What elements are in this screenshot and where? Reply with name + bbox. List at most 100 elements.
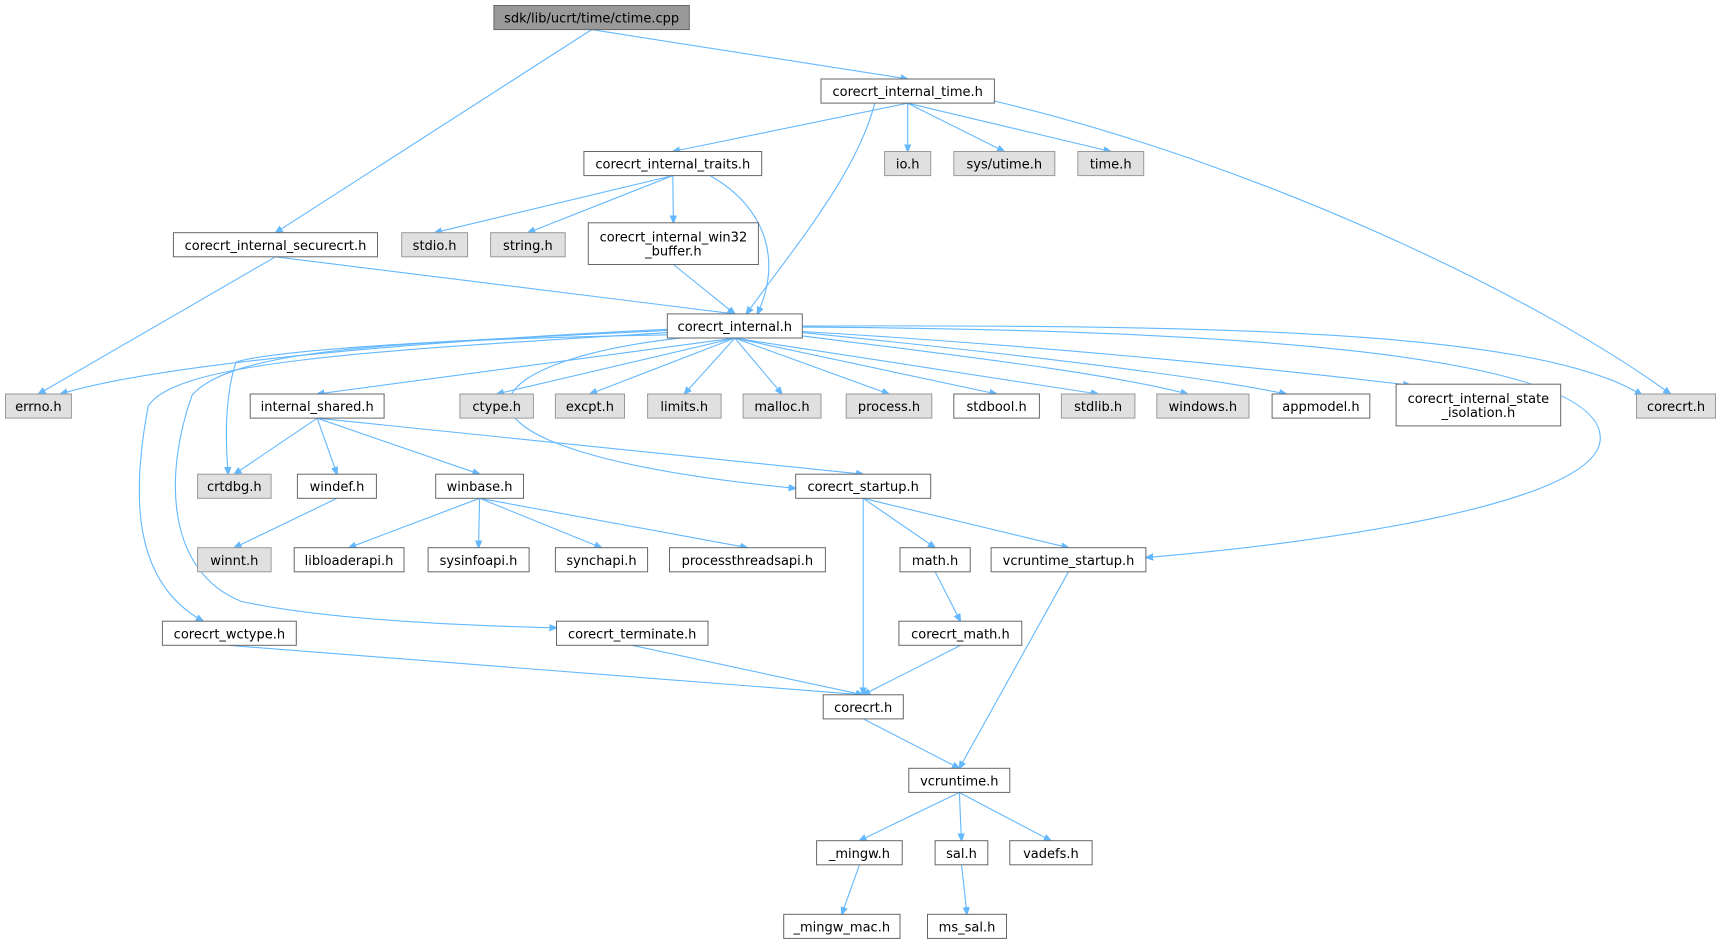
edge-ishared-to-winbase xyxy=(317,417,479,474)
node-cmath[interactable]: corecrt_math.h xyxy=(898,620,1023,646)
node-winbase[interactable]: winbase.h xyxy=(435,473,525,499)
edge-ci-to-malloc xyxy=(734,337,782,394)
node-label: corecrt_startup.h xyxy=(808,480,919,495)
node-box xyxy=(161,620,297,646)
node-label: io.h xyxy=(896,158,920,173)
node-excpt[interactable]: excpt.h xyxy=(554,393,626,419)
node-winnt[interactable]: winnt.h xyxy=(197,547,272,573)
node-ctype[interactable]: ctype.h xyxy=(459,393,534,419)
node-sysutime[interactable]: sys/utime.h xyxy=(953,151,1056,177)
node-box xyxy=(493,5,690,31)
node-appmodel[interactable]: appmodel.h xyxy=(1271,393,1371,419)
node-malloc[interactable]: malloc.h xyxy=(742,393,822,419)
node-label: corecrt_internal_traits.h xyxy=(595,158,750,173)
node-box xyxy=(899,547,971,573)
node-mssal[interactable]: ms_sal.h xyxy=(927,913,1007,939)
node-label: crtdbg.h xyxy=(207,480,262,495)
node-corecrt[interactable]: corecrt.h xyxy=(822,694,904,720)
node-sal[interactable]: sal.h xyxy=(934,840,989,866)
node-stdio[interactable]: stdio.h xyxy=(401,232,469,258)
node-windef[interactable]: windef.h xyxy=(296,473,377,499)
edge-mingw-to-mingwmac xyxy=(842,864,860,914)
node-sysinfo[interactable]: sysinfoapi.h xyxy=(427,547,530,573)
node-io[interactable]: io.h xyxy=(884,151,932,177)
node-box xyxy=(1271,393,1371,419)
edge-cit-to-timeh xyxy=(907,102,1111,151)
edge-ci-to-excpt xyxy=(590,337,735,394)
node-string[interactable]: string.h xyxy=(490,232,566,258)
node-vcruntime[interactable]: vcruntime.h xyxy=(908,767,1011,793)
edge-winbase-to-libloader xyxy=(349,497,480,547)
node-label: windows.h xyxy=(1169,400,1237,415)
edge-cit-to-ci xyxy=(746,103,876,314)
node-root[interactable]: sdk/lib/ucrt/time/ctime.cpp xyxy=(493,5,690,31)
node-label: corecrt_internal_time.h xyxy=(833,85,983,100)
edge-ci-to-appmodel xyxy=(802,332,1286,394)
node-corecrt_gray[interactable]: corecrt.h xyxy=(1636,393,1716,419)
node-label: _isolation.h xyxy=(1441,406,1516,421)
node-math[interactable]: math.h xyxy=(899,547,971,573)
node-label: synchapi.h xyxy=(566,554,636,569)
node-box xyxy=(990,547,1147,573)
node-cisec[interactable]: corecrt_internal_securecrt.h xyxy=(172,232,378,258)
node-vcstartup[interactable]: vcruntime_startup.h xyxy=(990,547,1147,573)
node-box xyxy=(490,232,566,258)
node-windows[interactable]: windows.h xyxy=(1156,393,1250,419)
node-label: processthreadsapi.h xyxy=(682,554,814,569)
node-ci[interactable]: corecrt_internal.h xyxy=(666,313,803,339)
node-stdbool[interactable]: stdbool.h xyxy=(953,393,1040,419)
node-cstartup[interactable]: corecrt_startup.h xyxy=(795,473,932,499)
node-box xyxy=(427,547,530,573)
edge-cit-to-sysutime xyxy=(907,102,1005,151)
edge-ci-to-crtdbg xyxy=(226,329,668,474)
node-cterm[interactable]: corecrt_terminate.h xyxy=(556,620,709,646)
node-mingwmac[interactable]: _mingw_mac.h xyxy=(783,913,901,939)
node-box xyxy=(554,393,626,419)
node-box xyxy=(554,547,649,573)
edge-ci-to-cwctype xyxy=(138,332,668,622)
node-crtdbg[interactable]: crtdbg.h xyxy=(197,473,272,499)
node-ishared[interactable]: internal_shared.h xyxy=(249,393,385,419)
node-box xyxy=(1395,383,1562,427)
node-ciw32[interactable]: corecrt_internal_win32_buffer.h xyxy=(587,222,759,266)
node-label: malloc.h xyxy=(754,400,809,415)
node-synch[interactable]: synchapi.h xyxy=(554,547,649,573)
edge-cit-to-citr xyxy=(673,102,908,151)
node-box xyxy=(1636,393,1716,419)
node-label: _buffer.h xyxy=(644,245,701,260)
node-procthread[interactable]: processthreadsapi.h xyxy=(669,547,826,573)
node-cit[interactable]: corecrt_internal_time.h xyxy=(820,78,995,104)
edge-ci-to-cistate xyxy=(802,330,1410,386)
edge-cstartup-to-math xyxy=(862,497,935,547)
node-label: stdlib.h xyxy=(1074,400,1122,415)
node-limits[interactable]: limits.h xyxy=(647,393,722,419)
edge-ci-to-stdbool xyxy=(734,337,997,394)
edge-cwctype-to-corecrt xyxy=(229,644,863,694)
node-process[interactable]: process.h xyxy=(845,393,933,419)
node-cistate[interactable]: corecrt_internal_state_isolation.h xyxy=(1395,383,1562,427)
node-label: sdk/lib/ucrt/time/ctime.cpp xyxy=(504,12,679,27)
node-errno[interactable]: errno.h xyxy=(5,393,72,419)
node-label: corecrt_terminate.h xyxy=(568,627,696,642)
node-label: corecrt_internal_win32 xyxy=(600,231,748,246)
edge-math-to-cmath xyxy=(934,571,960,621)
edge-cterm-to-corecrt xyxy=(632,644,863,694)
node-citr[interactable]: corecrt_internal_traits.h xyxy=(583,151,763,177)
node-box xyxy=(459,393,534,419)
node-timeh[interactable]: time.h xyxy=(1077,151,1145,177)
node-vadefs[interactable]: vadefs.h xyxy=(1009,840,1093,866)
node-mingw[interactable]: _mingw.h xyxy=(816,840,903,866)
edge-ishared-to-crtdbg xyxy=(234,417,318,474)
node-box xyxy=(898,620,1023,646)
node-libloader[interactable]: libloaderapi.h xyxy=(293,547,405,573)
node-box xyxy=(953,151,1056,177)
node-box xyxy=(583,151,763,177)
node-box xyxy=(666,313,803,339)
node-box xyxy=(197,547,272,573)
node-cwctype[interactable]: corecrt_wctype.h xyxy=(161,620,297,646)
node-label: windef.h xyxy=(310,480,365,495)
node-stdlib[interactable]: stdlib.h xyxy=(1060,393,1136,419)
node-box xyxy=(401,232,469,258)
edge-citr-to-ciw32 xyxy=(673,175,674,223)
